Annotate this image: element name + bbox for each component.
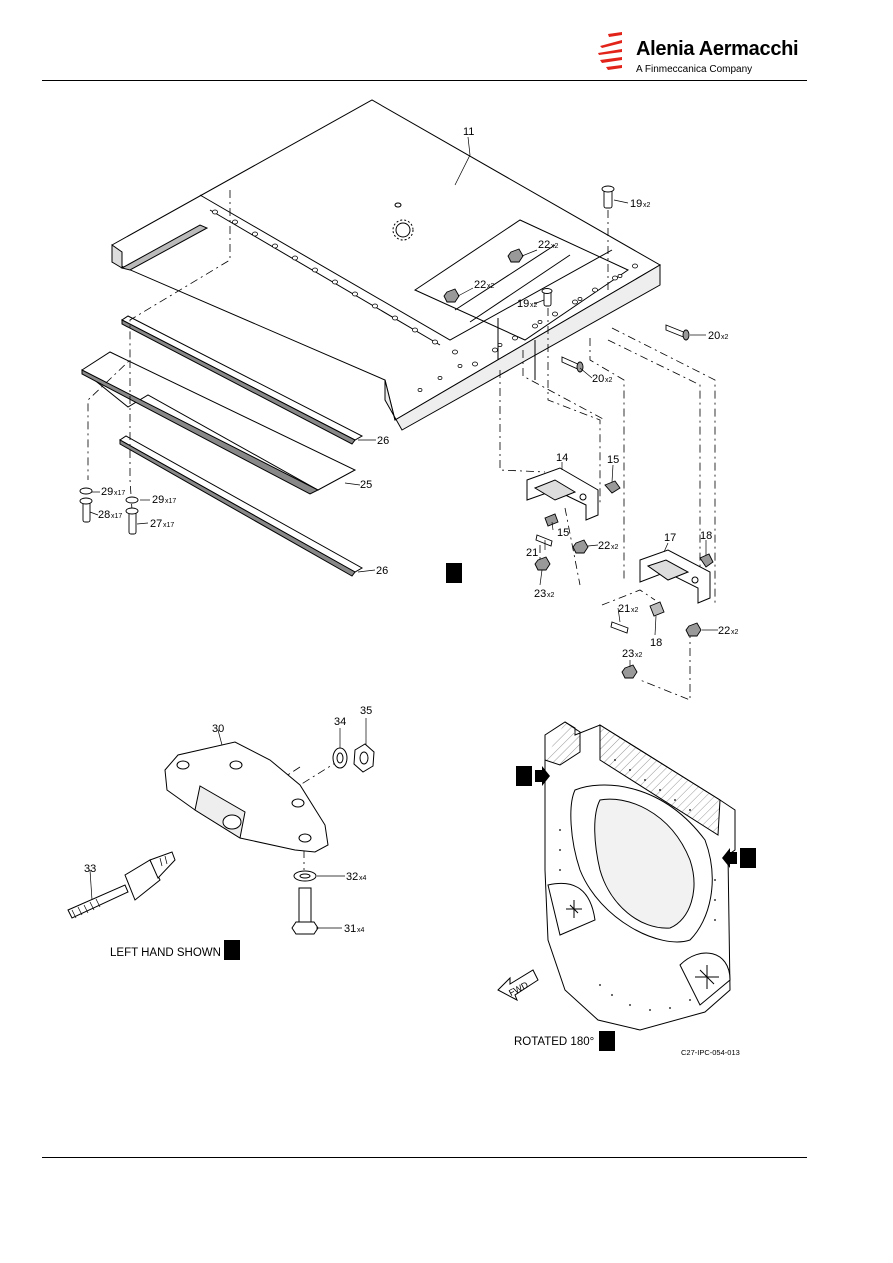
- drawing-id: C27-IPC-054-013: [681, 1048, 740, 1057]
- callout-22-bracket14: 22: [598, 540, 610, 552]
- frame-view: [544, 721, 736, 1031]
- brand-tagline: A Finmeccanica Company: [636, 64, 753, 75]
- callout-26-upper: 26: [377, 435, 389, 447]
- callout-25: 25: [360, 479, 372, 491]
- callout-30: 30: [212, 723, 224, 735]
- callout-22-bracket17: 22: [718, 625, 730, 637]
- callout-14: 14: [556, 452, 568, 464]
- callout-labels: 11 19 x2 22 x2 22 x2 19 x2 20 x2 20 x2 2…: [84, 126, 739, 935]
- callout-31-qty: x4: [357, 927, 365, 934]
- callout-23-right: 23: [622, 648, 634, 660]
- callout-15-upper: 15: [607, 454, 619, 466]
- callout-31: 31: [344, 923, 356, 935]
- callout-19-lower-qty: x2: [530, 302, 538, 309]
- callout-22-middle-qty: x2: [487, 283, 495, 290]
- mount-assembly: [67, 741, 375, 935]
- callout-32-qty: x4: [359, 875, 367, 882]
- shim-plates: [81, 315, 364, 577]
- callout-27: 27: [150, 518, 162, 530]
- brand-logo-icon: [598, 32, 622, 70]
- callout-28-qty: x17: [111, 513, 122, 520]
- frame-rivets: [559, 759, 716, 1011]
- stud-threads: [71, 855, 168, 919]
- caption-left-hand-shown: LEFT HAND SHOWN: [110, 947, 221, 959]
- callout-22-middle: 22: [474, 279, 486, 291]
- callout-19-lower: 19: [517, 298, 529, 310]
- callout-27-qty: x17: [163, 522, 174, 529]
- callout-29-left-qty: x17: [114, 490, 125, 497]
- view-key-e-caption-label: E: [226, 942, 237, 961]
- callout-34: 34: [334, 716, 346, 728]
- caption-rotated: ROTATED 180°: [514, 1036, 594, 1048]
- callout-20-left: 20: [592, 373, 604, 385]
- callout-29-left: 29: [101, 486, 113, 498]
- header-divider: [42, 80, 807, 81]
- leader-lines: [89, 136, 718, 929]
- callout-19-upper-qty: x2: [643, 202, 651, 209]
- callout-23-right-qty: x2: [635, 652, 643, 659]
- callout-22-upper: 22: [538, 239, 550, 251]
- view-key-e-left-label: E: [518, 768, 529, 787]
- callout-32: 32: [346, 871, 358, 883]
- view-key-e-caption: E: [224, 940, 240, 961]
- callout-22-bracket14-qty: x2: [611, 544, 619, 551]
- assembly-lines: [87, 190, 716, 870]
- view-key-e-left: E: [516, 766, 550, 787]
- bracket-17: [639, 549, 711, 604]
- callout-19-upper: 19: [630, 198, 642, 210]
- callout-29-right-qty: x17: [165, 498, 176, 505]
- callout-21-right: 21: [618, 603, 630, 615]
- view-key-e-right-label: E: [742, 850, 753, 869]
- view-key-b: B: [599, 1031, 615, 1052]
- view-key-e-right: E: [722, 848, 756, 869]
- callout-33: 33: [84, 863, 96, 875]
- callout-23-left: 23: [534, 588, 546, 600]
- callout-18-upper: 18: [700, 530, 712, 542]
- fwd-arrow-icon: [497, 969, 539, 1002]
- callout-35: 35: [360, 705, 372, 717]
- callout-11: 11: [463, 126, 474, 138]
- callout-20-left-qty: x2: [605, 377, 613, 384]
- callout-18-lower: 18: [650, 637, 662, 649]
- panel-hole-pattern: [212, 209, 638, 392]
- callout-17: 17: [664, 532, 676, 544]
- view-key-c-label: C: [448, 565, 460, 584]
- footer-divider: [42, 1157, 807, 1158]
- callout-21-right-qty: x2: [631, 607, 639, 614]
- bracket-14: [526, 467, 599, 521]
- callout-15-lower: 15: [557, 527, 569, 539]
- callout-21-left: 21: [526, 547, 538, 559]
- callout-22-upper-qty: x2: [551, 243, 559, 250]
- callout-28: 28: [98, 509, 110, 521]
- view-key-c: C: [446, 563, 462, 584]
- main-panel-assembly: [111, 99, 661, 431]
- callout-22-bracket17-qty: x2: [731, 629, 739, 636]
- callout-29-right: 29: [152, 494, 164, 506]
- callout-23-left-qty: x2: [547, 592, 555, 599]
- callout-26-lower: 26: [376, 565, 388, 577]
- callout-20-right: 20: [708, 330, 720, 342]
- hardware-fasteners: [79, 185, 714, 679]
- callout-20-right-qty: x2: [721, 334, 729, 341]
- view-key-b-label: B: [601, 1033, 613, 1052]
- brand-name: Alenia Aermacchi: [636, 38, 799, 60]
